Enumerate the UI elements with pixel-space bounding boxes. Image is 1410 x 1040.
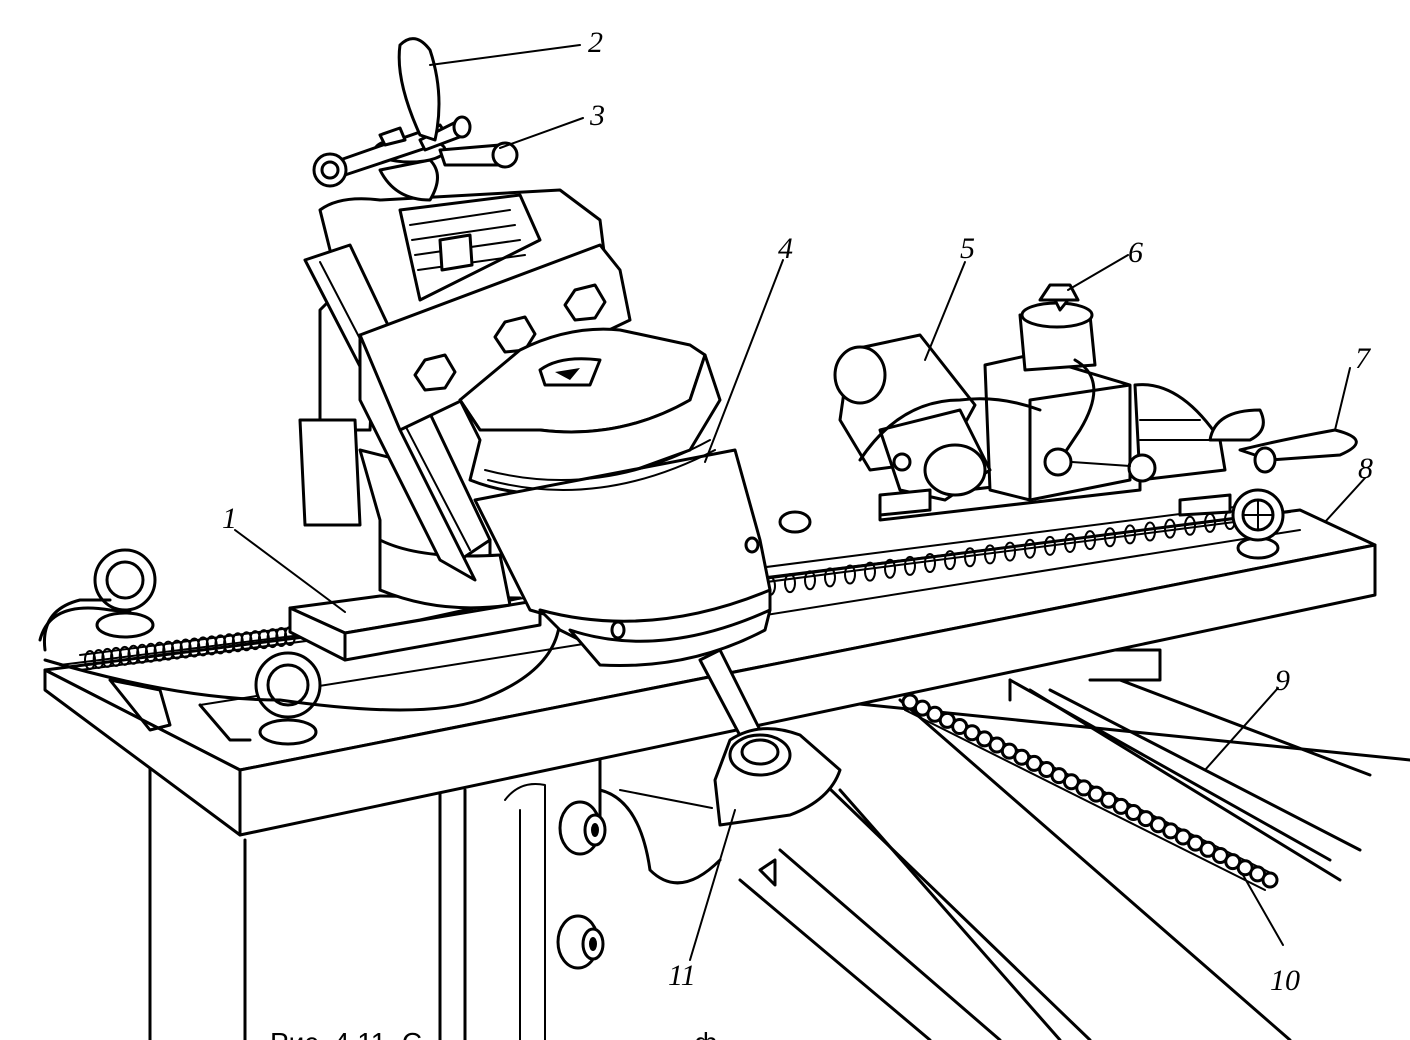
lower-lead-screw: [901, 693, 1279, 891]
screw-thread: [924, 553, 936, 574]
screw-thread: [136, 643, 149, 664]
screw-thread: [188, 637, 201, 658]
screw-thread: [179, 638, 192, 659]
screw-thread: [844, 564, 856, 585]
screw-thread: [804, 570, 816, 591]
screw-thread: [904, 555, 916, 576]
screw-thread: [170, 639, 183, 660]
label-3: 3: [589, 99, 605, 132]
screw-thread: [944, 550, 956, 571]
right-head-assembly: [778, 283, 1358, 534]
screw-thread: [84, 650, 96, 670]
screw-thread: [144, 642, 157, 663]
control-lever: [698, 648, 842, 827]
screw-thread: [1164, 518, 1176, 539]
screw-thread: [1044, 535, 1056, 556]
label-11: 11: [668, 959, 696, 992]
label-1: 1: [222, 502, 237, 535]
figure-caption: Рис. 4.11. С ф: [270, 1027, 717, 1040]
label-6: 6: [1128, 236, 1143, 269]
base-column: [148, 758, 607, 1040]
screw-coil: [1261, 871, 1279, 889]
hex-bolt-1: [413, 353, 457, 392]
screw-thread: [249, 630, 262, 651]
eye-bolt-left: [38, 548, 157, 642]
screw-thread: [784, 573, 796, 594]
screw-thread: [1124, 524, 1136, 545]
screw-thread: [127, 644, 140, 665]
screw-thread: [205, 635, 218, 656]
screw-thread: [1004, 541, 1016, 562]
screw-thread: [1084, 530, 1096, 551]
screw-thread: [1144, 521, 1156, 542]
screw-thread: [1184, 515, 1196, 536]
screw-thread: [1024, 538, 1036, 559]
screw-thread: [223, 633, 236, 654]
screw-thread: [101, 647, 114, 668]
machine-bed-guides: [738, 648, 1410, 1040]
label-9: 9: [1275, 664, 1290, 697]
screw-thread: [153, 641, 166, 662]
column-bolt-upper: [558, 800, 607, 856]
column-bolt-lower: [556, 914, 605, 970]
power-cable: [42, 598, 722, 885]
screw-thread: [118, 645, 131, 666]
screw-thread: [884, 558, 896, 579]
screw-thread: [1104, 527, 1116, 548]
label-2: 2: [588, 26, 603, 59]
screw-thread: [231, 632, 244, 653]
screw-thread: [162, 640, 175, 661]
screw-thread: [110, 646, 123, 667]
hex-bolt-3: [563, 283, 607, 322]
screw-thread: [275, 627, 288, 648]
screw-thread: [964, 547, 976, 568]
screw-thread: [1064, 532, 1076, 553]
label-4: 4: [778, 232, 793, 265]
screw-thread: [864, 561, 876, 582]
label-10: 10: [1270, 964, 1300, 997]
leader-lines: [234, 44, 1366, 961]
top-handle: [312, 37, 519, 202]
label-5: 5: [960, 232, 975, 265]
eye-bolt-right: [1231, 488, 1285, 560]
grinding-motor: [358, 243, 772, 668]
screw-thread: [984, 544, 996, 565]
screw-thread: [257, 629, 270, 650]
screw-thread: [92, 648, 105, 669]
label-8: 8: [1358, 452, 1373, 485]
label-7: 7: [1355, 342, 1372, 375]
screw-thread: [266, 628, 279, 649]
screw-thread: [824, 567, 836, 588]
part-labels: 1 2 3 4 5 6 7 8 9 10 11: [222, 26, 1373, 997]
screw-thread: [197, 636, 210, 657]
screw-thread: [214, 634, 227, 655]
screw-thread: [240, 631, 253, 652]
